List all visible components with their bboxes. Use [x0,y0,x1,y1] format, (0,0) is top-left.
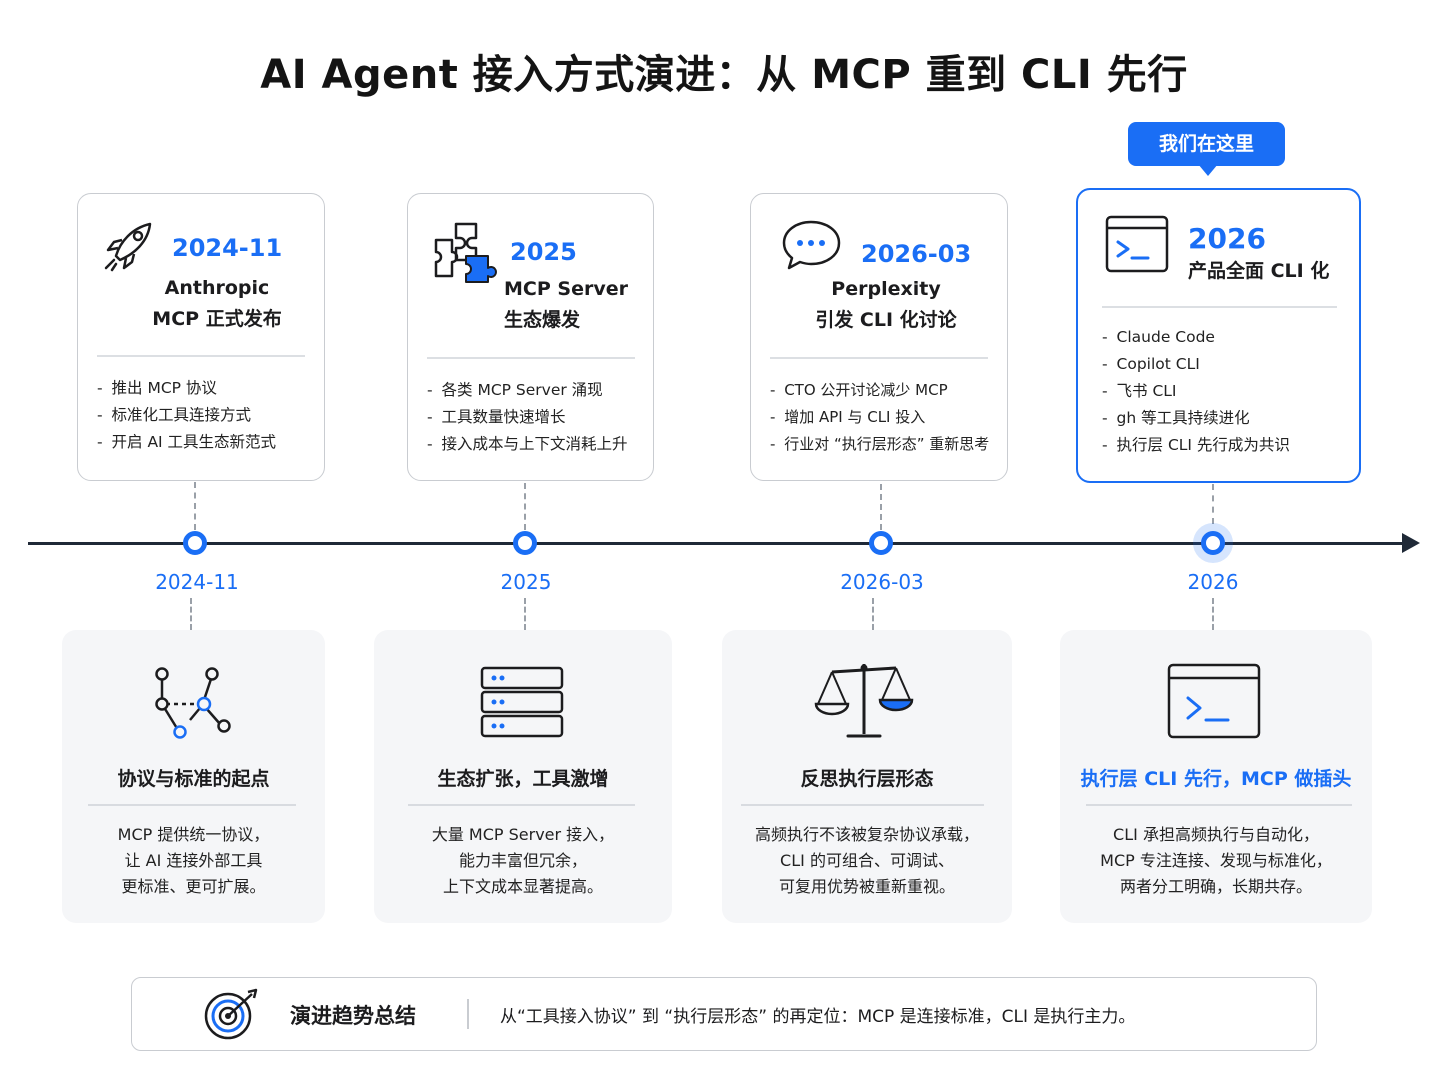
list-item: 行业对 “执行层形态” 重新思考 [770,431,989,458]
list-item: 工具数量快速增长 [427,404,628,431]
network-nodes-icon [155,667,231,739]
timeline-node [869,531,893,555]
divider [1086,804,1352,806]
timeline-axis [28,542,1408,545]
top-card-name: Anthropic MCP 正式发布 [152,277,282,330]
bottom-card-4: 执行层 CLI 先行，MCP 做插头 CLI 承担高频执行与自动化， MCP 专… [1060,630,1372,923]
summary-title: 演进趋势总结 [290,1004,416,1028]
timeline-label: 2026-03 [840,570,924,594]
timeline-node [183,531,207,555]
divider [427,357,635,359]
list-item: 接入成本与上下文消耗上升 [427,431,628,458]
divider [97,355,305,357]
list-item: 各类 MCP Server 涌现 [427,377,628,404]
badge-pointer [1198,164,1218,176]
rocket-icon [104,222,152,272]
bottom-card-1: 协议与标准的起点 MCP 提供统一协议， 让 AI 连接外部工具 更标准、更可扩… [62,630,325,923]
timeline-node-current [1201,531,1225,555]
top-card-2024-11: 2024-11 Anthropic MCP 正式发布 推出 MCP 协议 标准化… [77,193,325,481]
divider [1102,306,1337,308]
top-card-2025: 2025 MCP Server 生态爆发 各类 MCP Server 涌现 工具… [407,193,654,481]
terminal-window-icon [1167,663,1261,739]
summary-divider [467,999,469,1029]
connector-line [880,484,882,530]
bottom-card-title: 执行层 CLI 先行，MCP 做插头 [1080,768,1352,790]
connector-line [194,482,196,530]
list-item: Claude Code [1102,324,1290,351]
bottom-card-title: 反思执行层形态 [800,768,934,790]
top-card-list: Claude Code Copilot CLI 飞书 CLI gh 等工具持续进… [1102,324,1290,459]
timeline-label: 2025 [500,570,552,594]
bottom-card-desc: CLI 承担高频执行与自动化， MCP 专注连接、发现与标准化， 两者分工明确，… [1100,825,1332,896]
top-card-list: 推出 MCP 协议 标准化工具连接方式 开启 AI 工具生态新范式 [97,375,277,456]
chat-bubble-icon [782,220,841,270]
connector-line [1212,484,1214,524]
connector-line [524,483,526,530]
server-stack-icon [480,666,564,738]
connector-line [1212,598,1214,630]
page-title: AI Agent 接入方式演进：从 MCP 重到 CLI 先行 [260,52,1188,98]
target-icon [204,988,258,1040]
terminal-icon [1105,215,1169,273]
list-item: 增加 API 与 CLI 投入 [770,404,989,431]
bottom-card-2: 生态扩张，工具激增 大量 MCP Server 接入， 能力丰富但冗余， 上下文… [374,630,672,923]
timeline-label: 2024-11 [155,570,239,594]
divider [741,804,984,806]
top-card-2026-03: 2026-03 Perplexity 引发 CLI 化讨论 CTO 公开讨论减少… [750,193,1008,481]
bottom-card-desc: MCP 提供统一协议， 让 AI 连接外部工具 更标准、更可扩展。 [117,825,270,896]
top-card-name: MCP Server 生态爆发 [504,278,628,331]
list-item: 推出 MCP 协议 [97,375,276,402]
bottom-card-desc: 大量 MCP Server 接入， 能力丰富但冗余， 上下文成本显著提高。 [431,825,615,896]
list-item: 飞书 CLI [1102,378,1290,405]
bottom-card-title: 协议与标准的起点 [117,768,270,790]
timeline-arrow-icon [1402,533,1420,553]
bottom-card-3: 反思执行层形态 高频执行不该被复杂协议承载， CLI 的可组合、可调试、 可复用… [722,630,1012,923]
top-card-list: CTO 公开讨论减少 MCP 增加 API 与 CLI 投入 行业对 “执行层形… [770,377,989,458]
divider [408,804,635,806]
timeline-node [513,531,537,555]
top-card-2026: 2026 产品全面 CLI 化 Claude Code Copilot CLI … [1076,188,1361,483]
bottom-card-desc: 高频执行不该被复杂协议承载， CLI 的可组合、可调试、 可复用优势被重新重视。 [754,825,979,896]
divider [88,804,296,806]
top-card-name: 产品全面 CLI 化 [1188,260,1330,282]
list-item: CTO 公开讨论减少 MCP [770,377,989,404]
bottom-card-title: 生态扩张，工具激增 [437,768,609,790]
top-card-year: 2024-11 [172,234,283,262]
divider [770,357,988,359]
top-card-year: 2026-03 [861,240,972,268]
list-item: 标准化工具连接方式 [97,402,276,429]
top-card-year: 2026 [1188,222,1266,255]
connector-line [190,598,192,630]
list-item: gh 等工具持续进化 [1102,405,1290,432]
list-item: 执行层 CLI 先行成为共识 [1102,432,1290,459]
top-card-year: 2025 [510,238,577,266]
top-card-list: 各类 MCP Server 涌现 工具数量快速增长 接入成本与上下文消耗上升 [427,377,628,458]
connector-line [524,598,526,630]
connector-line [872,598,874,630]
puzzle-icon [434,222,497,283]
current-position-badge: 我们在这里 [1128,122,1285,166]
balance-scale-icon [814,664,914,738]
timeline-label: 2026 [1187,570,1239,594]
list-item: 开启 AI 工具生态新范式 [97,429,277,456]
summary-bar [131,977,1317,1051]
summary-text: 从“工具接入协议” 到 “执行层形态” 的再定位：MCP 是连接标准，CLI 是… [500,1007,1136,1027]
top-card-name: Perplexity 引发 CLI 化讨论 [815,278,957,331]
list-item: Copilot CLI [1102,351,1290,378]
